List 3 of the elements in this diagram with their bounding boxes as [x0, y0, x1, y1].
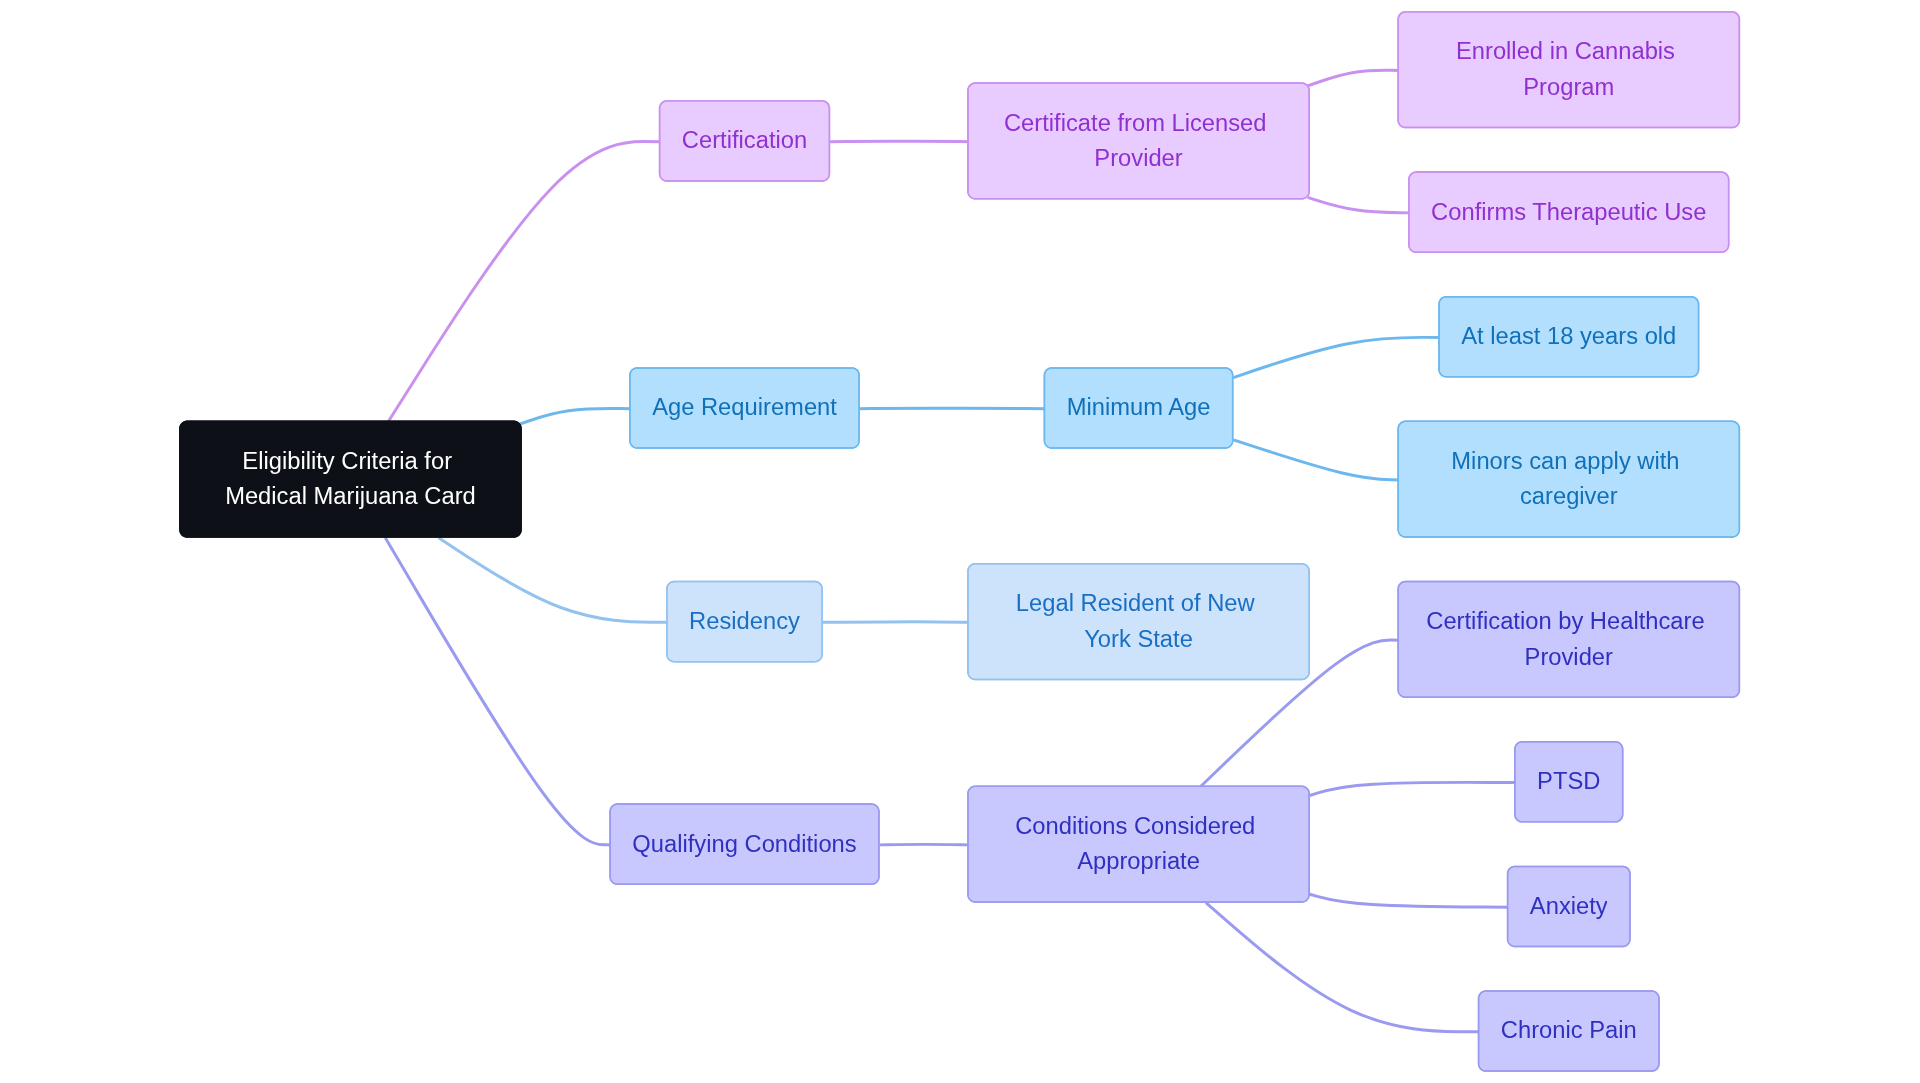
connector	[1309, 780, 1516, 797]
connector	[438, 536, 668, 624]
connector	[1307, 196, 1410, 215]
